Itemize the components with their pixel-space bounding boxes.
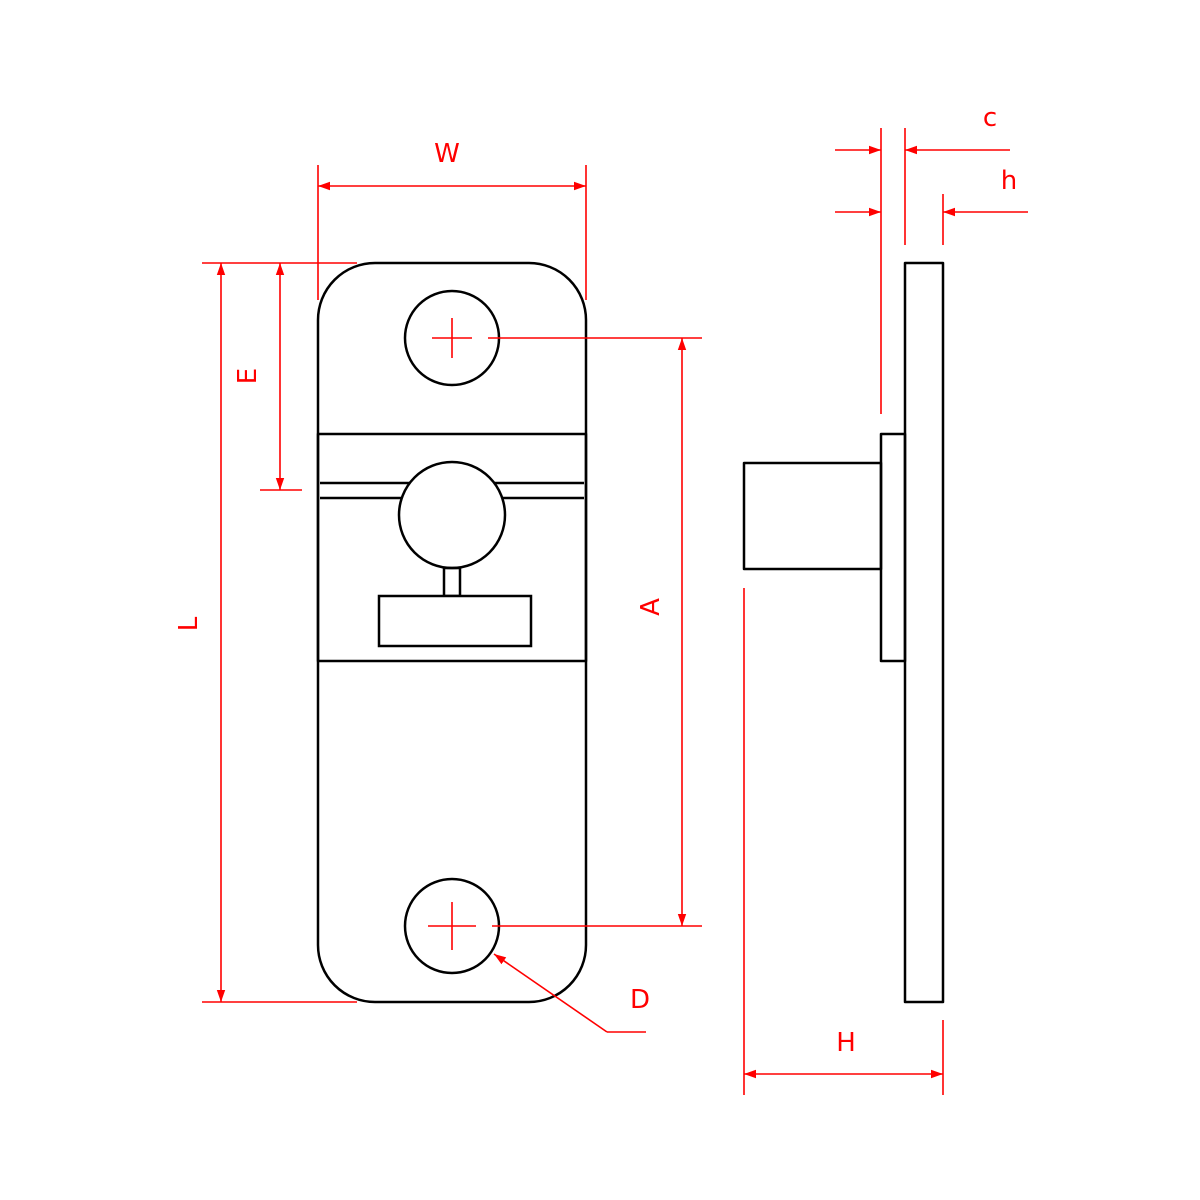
label-a: A <box>636 598 666 616</box>
label-e: E <box>233 368 263 384</box>
dimension-c: c <box>835 103 1010 414</box>
label-c: c <box>983 103 997 133</box>
label-h-large: H <box>836 1028 856 1058</box>
dimension-l: L <box>174 262 357 1003</box>
knob-stem <box>442 566 462 598</box>
label-d: D <box>630 985 650 1015</box>
dimension-e: E <box>233 263 302 491</box>
label-l: L <box>174 616 204 631</box>
dimension-a: A <box>488 337 702 927</box>
dimension-h-small: h <box>835 166 1028 245</box>
latch-bolt <box>377 594 533 648</box>
front-view <box>316 261 588 1004</box>
side-housing <box>879 432 907 663</box>
dimension-h-large: H <box>743 588 944 1095</box>
side-bolt <box>742 461 883 571</box>
dimension-w: W <box>317 139 587 300</box>
latch-knob <box>397 460 507 570</box>
side-view <box>742 261 945 1004</box>
label-h-small: h <box>1001 166 1017 196</box>
side-plate <box>903 261 945 1004</box>
bottom-screw-hole <box>403 877 501 975</box>
top-screw-hole <box>403 289 501 387</box>
label-w: W <box>434 139 460 169</box>
dimension-d: D <box>493 953 650 1033</box>
